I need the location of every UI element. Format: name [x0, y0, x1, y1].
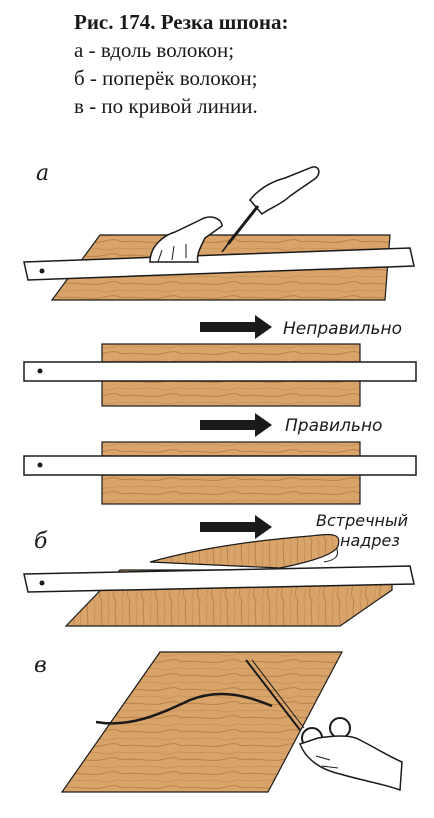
- ruler-a: [23, 247, 415, 281]
- ruler-right: [23, 455, 417, 476]
- knife-blade-icon: [221, 243, 229, 253]
- curved-cut-line: [95, 692, 273, 725]
- veneer-sheet-v: [60, 651, 343, 793]
- ruler-hole-b: [39, 580, 45, 586]
- label-counter-cut-1: Встречный: [316, 511, 408, 530]
- arrow-right-icon: [200, 413, 272, 437]
- hand-scissors-icon: [299, 735, 403, 792]
- split-flap-b: [149, 533, 340, 569]
- hand-right-icon: [249, 166, 320, 216]
- ruler-b: [23, 565, 415, 593]
- label-counter-cut-2: надрез: [340, 531, 400, 550]
- ruler-hole-a: [39, 268, 45, 274]
- hand-left-icon: [149, 216, 223, 263]
- label-right: Правильно: [285, 416, 382, 436]
- hand-left-fingers: [157, 244, 187, 263]
- arrow-cross-icon: [200, 515, 272, 539]
- caption-title: Рис. 174. Резка шпона:: [74, 10, 289, 34]
- panel-label-a: а: [36, 161, 49, 186]
- caption-line-a: а - вдоль волокон;: [74, 38, 235, 62]
- knife-icon: [226, 205, 260, 245]
- hand-scissors-fingers: [315, 755, 339, 769]
- cutter-blade-edge: [251, 659, 305, 729]
- figure-caption: Рис. 174. Резка шпона: а - вдоль волокон…: [74, 8, 414, 120]
- caption-line-b: б - поперёк волокон;: [74, 66, 258, 90]
- panel-label-b: б: [34, 529, 48, 554]
- ruler-hole-wrong: [37, 368, 43, 374]
- arrow-wrong-icon: [200, 315, 272, 339]
- caption-line-v: в - по кривой линии.: [74, 94, 258, 118]
- panel-label-v: в: [34, 653, 47, 678]
- ruler-wrong: [23, 361, 417, 382]
- cutter-blade-icon: [245, 659, 301, 731]
- scissors-ring2-icon: [329, 717, 351, 739]
- ruler-hole-right: [37, 462, 43, 468]
- label-wrong: Неправильно: [283, 319, 402, 339]
